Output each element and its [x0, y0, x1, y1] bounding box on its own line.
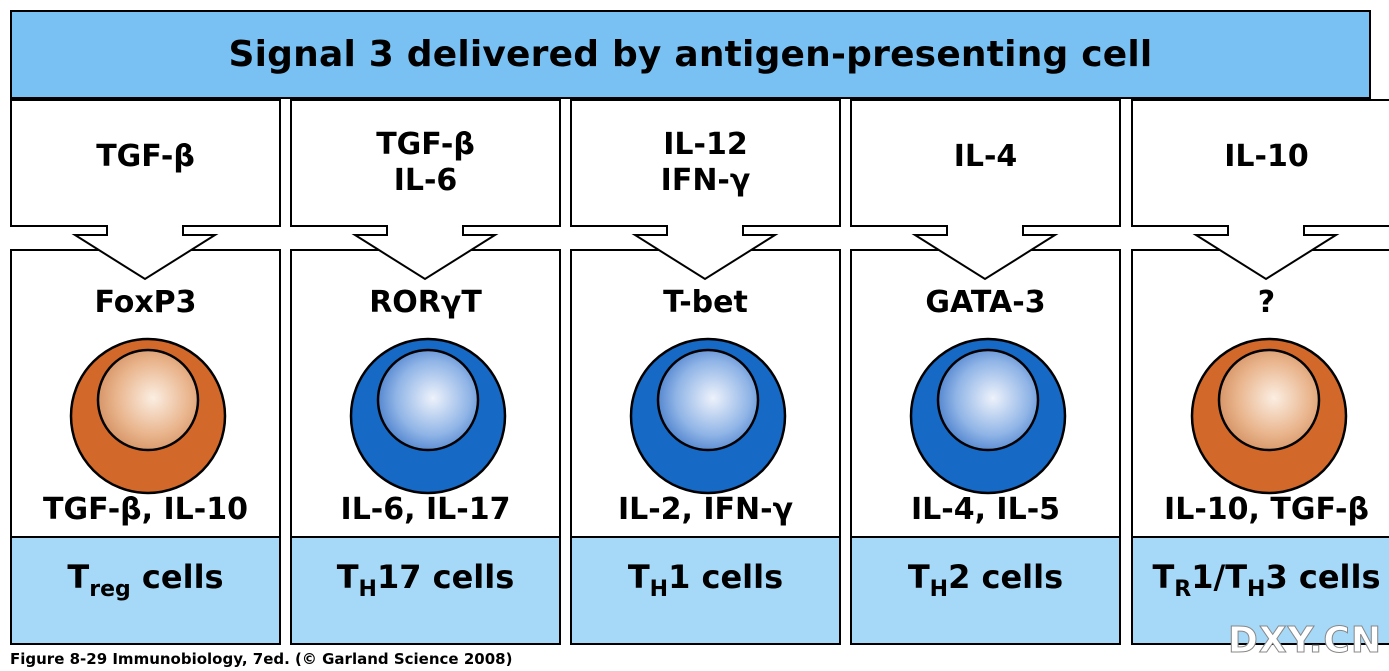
- banner-title: Signal 3 delivered by antigen-presenting…: [228, 34, 1153, 75]
- cell-type-part: reg: [89, 577, 131, 602]
- signal-banner: Signal 3 delivered by antigen-presenting…: [10, 10, 1371, 99]
- cell-type-part: cells: [130, 558, 224, 596]
- cell-type-part: 2 cells: [948, 558, 1064, 596]
- cell-type-part: 1 cells: [668, 558, 784, 596]
- signal-line: IL-10: [1224, 139, 1309, 174]
- cell-type-part: 17 cells: [376, 558, 515, 596]
- signal-line: IL-6: [393, 163, 458, 198]
- signal-arrow: [1131, 99, 1389, 281]
- secreted-cytokines: IL-10, TGF-β: [1164, 492, 1369, 527]
- celltype-band: [1131, 536, 1389, 645]
- blue-cell-icon: [629, 337, 787, 495]
- signal-arrow: [10, 99, 281, 281]
- cell-type-part: 1/T: [1191, 558, 1248, 596]
- column-frame: [850, 99, 1121, 645]
- signal-line: TGF-β: [96, 139, 195, 174]
- signal-arrow: [290, 99, 561, 281]
- cell-type-part: 3 cells: [1265, 558, 1381, 596]
- cell-type-part: H: [1247, 577, 1266, 602]
- cell-type-label: TR1/TH3 cells: [1131, 559, 1389, 604]
- orange-cell-icon: [69, 337, 227, 495]
- cell-type-part: H: [929, 577, 949, 602]
- celltype-band: [570, 536, 841, 645]
- orange-cell-icon: [1190, 337, 1348, 495]
- watermark: DXY.CN: [1228, 620, 1382, 662]
- cell-type-part: H: [649, 577, 669, 602]
- blue-cell-icon: [349, 337, 507, 495]
- cell-type-label: TH2 cells: [850, 559, 1121, 604]
- celltype-band: [10, 536, 281, 645]
- signal-line: TGF-β: [376, 127, 475, 162]
- celltype-band: [290, 536, 561, 645]
- transcription-factor: GATA-3: [925, 285, 1046, 320]
- secreted-cytokines: TGF-β, IL-10: [43, 492, 248, 527]
- cell-type-part: T: [627, 558, 650, 596]
- transcription-factor: T-bet: [663, 285, 748, 320]
- signal-line: IFN-γ: [660, 163, 751, 198]
- signal-line: IL-12: [663, 127, 748, 162]
- cell-type-label: TH17 cells: [290, 559, 561, 604]
- figure-caption: Figure 8-29 Immunobiology, 7ed. (© Garla…: [10, 650, 513, 668]
- celltype-band: [850, 536, 1121, 645]
- cell-type-part: R: [1174, 577, 1192, 602]
- signal-arrow: [570, 99, 841, 281]
- cell-type-part: T: [907, 558, 930, 596]
- cell-type-label: TH1 cells: [570, 559, 841, 604]
- secreted-cytokines: IL-6, IL-17: [340, 492, 511, 527]
- signal-arrow: [850, 99, 1121, 281]
- cell-type-part: T: [1152, 558, 1175, 596]
- cell-type-part: H: [358, 577, 377, 602]
- blue-cell-icon: [909, 337, 1067, 495]
- transcription-factor: ?: [1257, 285, 1276, 320]
- signal-cytokines: TGF-β: [10, 139, 281, 175]
- cell-type-part: T: [336, 558, 359, 596]
- secreted-cytokines: IL-2, IFN-γ: [617, 492, 794, 527]
- transcription-factor: FoxP3: [94, 285, 197, 320]
- signal-cytokines: IL-4: [850, 139, 1121, 175]
- column-frame: [1131, 99, 1389, 645]
- transcription-factor: RORγT: [369, 285, 482, 320]
- cell-type-label: Treg cells: [10, 559, 281, 604]
- column-frame: [10, 99, 281, 645]
- secreted-cytokines: IL-4, IL-5: [910, 492, 1061, 527]
- signal-cytokines: IL-10: [1131, 139, 1389, 175]
- cell-type-part: T: [67, 558, 90, 596]
- signal-line: IL-4: [953, 139, 1018, 174]
